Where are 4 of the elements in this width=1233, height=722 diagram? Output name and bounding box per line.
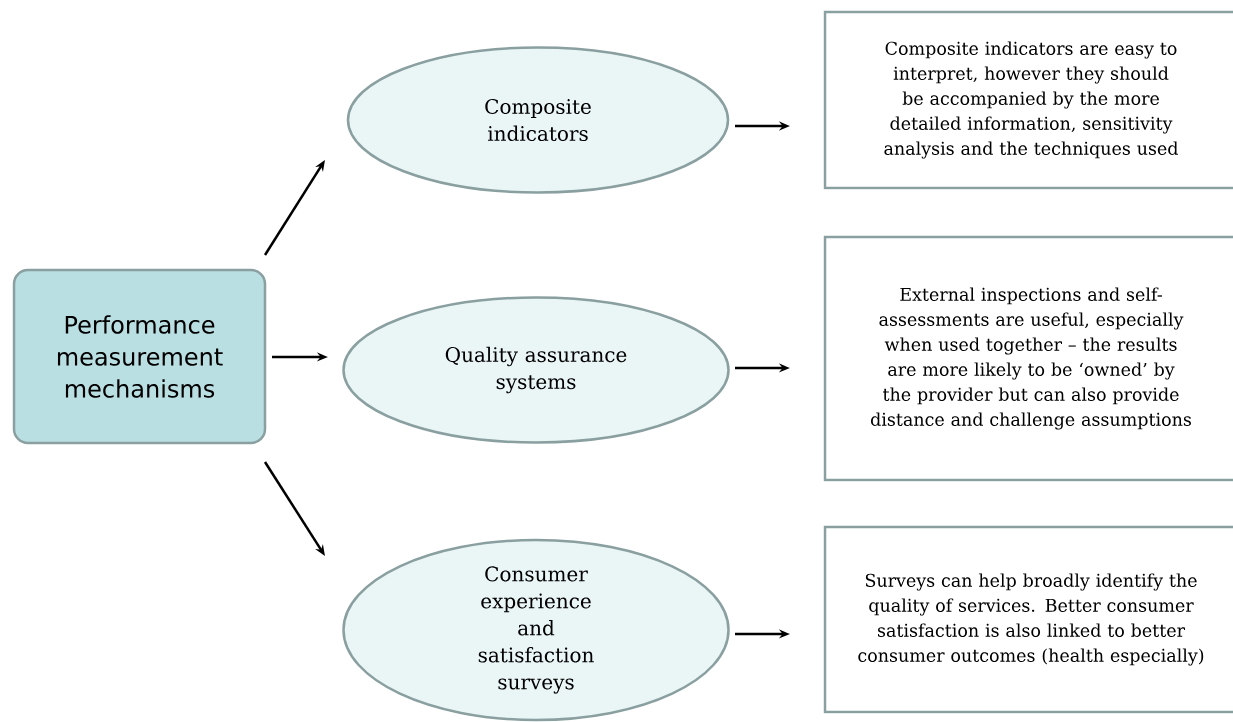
text-box: External inspections and self-assessments are useful, especially when used together – the results are more likely to be ‘owned’ by the provider but can also provide distance and challenge assumptions xyxy=(823,235,1233,482)
text-box: Surveys can help broadly identify the quality of services. Better consumer satisfaction is also linked to better consumer outcomes (health especially) xyxy=(823,525,1233,714)
text-box: Composite indicators are easy to interpret, however they should be accompanied by the more detailed information, sensitivity analysis and the techniques used xyxy=(823,10,1233,190)
rounded-box: Performance measurement mechanisms xyxy=(12,268,267,445)
